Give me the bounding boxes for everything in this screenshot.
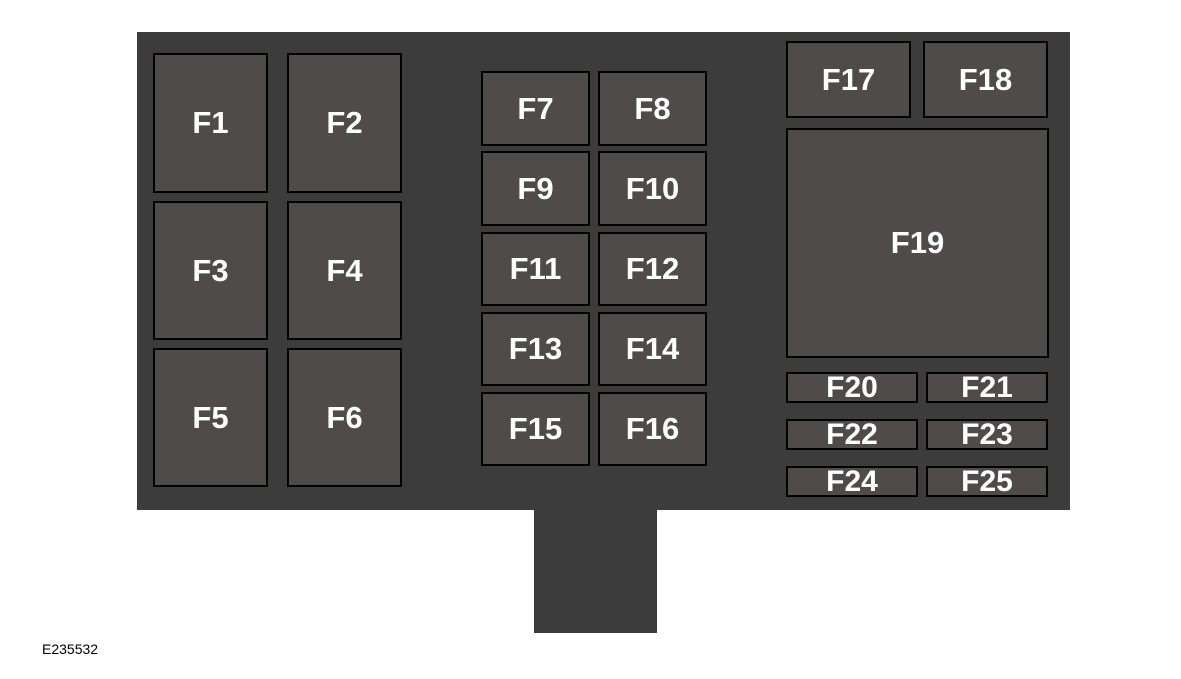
fuse-f25: F25 bbox=[926, 466, 1048, 497]
fuse-f12: F12 bbox=[598, 232, 707, 306]
fuse-f2: F2 bbox=[287, 53, 402, 193]
fuse-f8: F8 bbox=[598, 71, 707, 146]
fuse-f7: F7 bbox=[481, 71, 590, 146]
fuse-f24: F24 bbox=[786, 466, 918, 497]
fuse-f16: F16 bbox=[598, 392, 707, 466]
fuse-f3: F3 bbox=[153, 201, 268, 340]
fuse-f20: F20 bbox=[786, 372, 918, 403]
fuse-f6: F6 bbox=[287, 348, 402, 487]
fuse-f1: F1 bbox=[153, 53, 268, 193]
fuse-f11: F11 bbox=[481, 232, 590, 306]
fuse-f18: F18 bbox=[923, 41, 1048, 118]
fuse-f23: F23 bbox=[926, 419, 1048, 450]
fuse-f10: F10 bbox=[598, 151, 707, 226]
fuse-f21: F21 bbox=[926, 372, 1048, 403]
fuse-f4: F4 bbox=[287, 201, 402, 340]
fuse-f9: F9 bbox=[481, 151, 590, 226]
fuse-f19: F19 bbox=[786, 128, 1049, 358]
fuse-f5: F5 bbox=[153, 348, 268, 487]
fuse-f22: F22 bbox=[786, 419, 918, 450]
fuse-f15: F15 bbox=[481, 392, 590, 466]
fuse-box-connector-stem bbox=[534, 510, 657, 633]
fuse-f13: F13 bbox=[481, 312, 590, 386]
figure-code: E235532 bbox=[42, 641, 99, 657]
fuse-f14: F14 bbox=[598, 312, 707, 386]
fuse-f17: F17 bbox=[786, 41, 911, 118]
